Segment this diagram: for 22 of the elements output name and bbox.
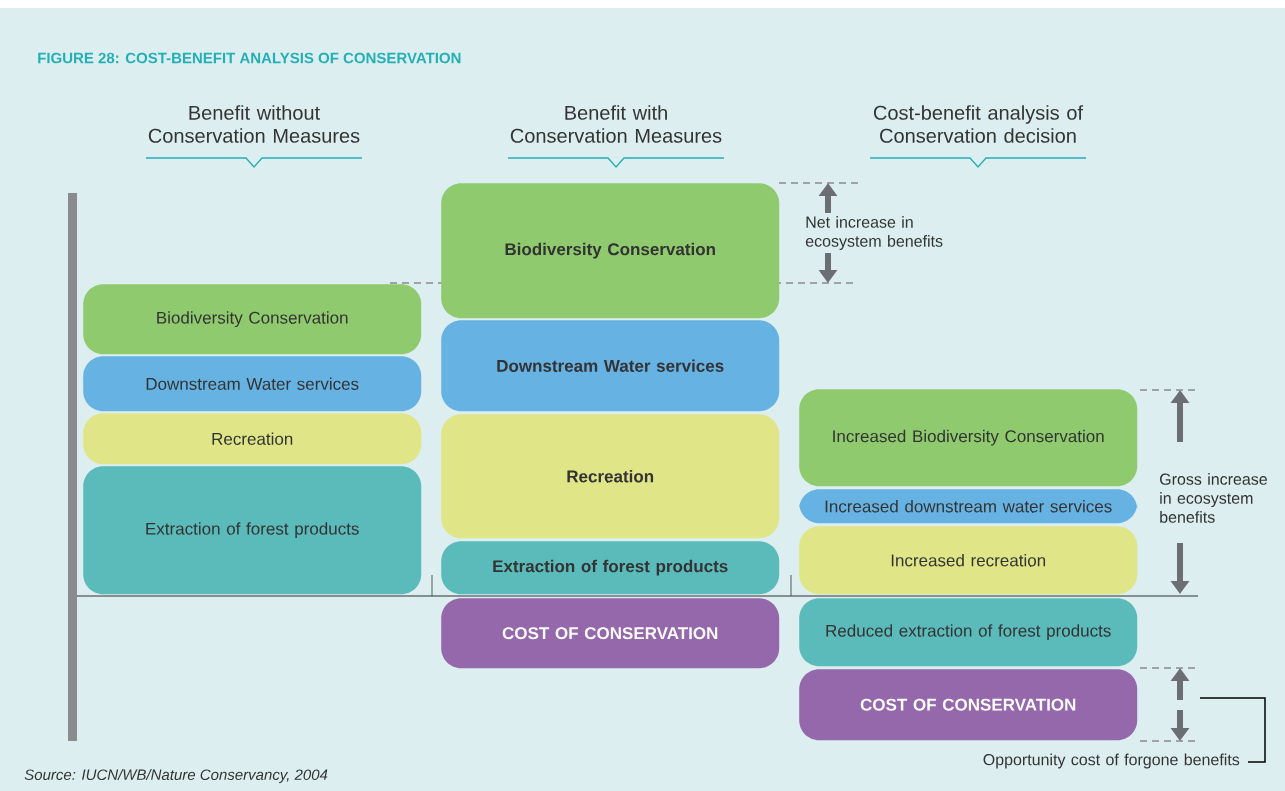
benefit-block: Recreation [441, 414, 780, 539]
column-heading: Benefit without Conservation Measures [148, 105, 360, 143]
benefit-block: Recreation [83, 413, 422, 465]
benefit-block: Increased recreation [799, 526, 1138, 595]
column-heading: Benefit with Conservation Measures [510, 105, 722, 143]
figure-title: FIGURE 28: COST-BENEFIT ANALYSIS OF CONSERVATION [38, 52, 461, 64]
benefit-block: Extraction of forest products [441, 541, 780, 595]
benefit-block: Increased downstream water services [799, 489, 1138, 524]
benefit-block: COST OF CONSERVATION [441, 598, 780, 669]
benefit-block: COST OF CONSERVATION [799, 669, 1138, 741]
annotation-text: Gross increase in ecosystem benefits [1160, 473, 1267, 523]
benefit-block: Biodiversity Conservation [441, 183, 780, 319]
benefit-block: Increased Biodiversity Conservation [799, 389, 1138, 487]
benefit-block: Extraction of forest products [83, 466, 422, 595]
column-heading: Cost-benefit analysis of Conservation decision [874, 105, 1084, 143]
source-caption: Source: IUCN/WB/Nature Conservancy, 2004 [24, 769, 328, 783]
benefit-block: Reduced extraction of forest products [799, 598, 1138, 667]
benefit-block: Downstream Water services [83, 356, 422, 412]
benefit-block: Downstream Water services [441, 320, 780, 412]
annotation-text: Opportunity cost of forgone benefits [983, 753, 1240, 769]
benefit-block: Biodiversity Conservation [83, 284, 422, 355]
annotation-text: Net increase in ecosystem benefits [805, 216, 943, 250]
